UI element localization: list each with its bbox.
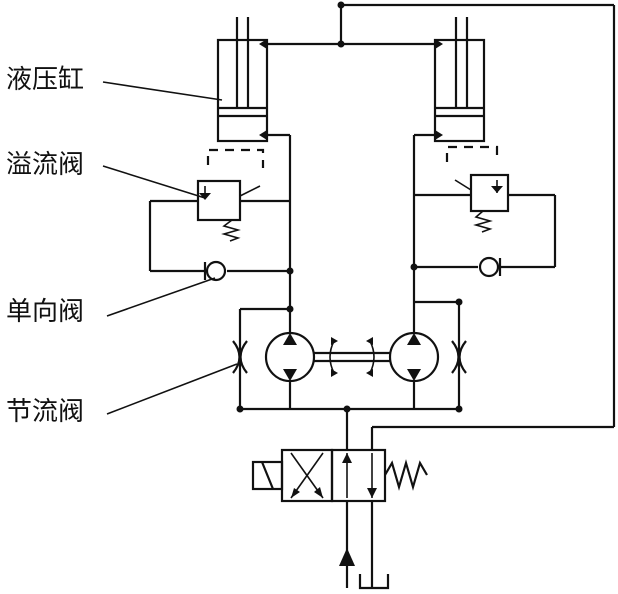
- left-cylinder: [216, 17, 269, 143]
- right-motor: [388, 331, 440, 383]
- bottom-piping: [240, 381, 459, 450]
- left-motor: [264, 331, 316, 383]
- right-throttle-valve: [451, 340, 467, 374]
- label-cylinder: 液压缸: [6, 65, 84, 95]
- top-piping: [267, 1, 616, 450]
- label-throttle-valve: 节流阀: [6, 397, 84, 427]
- left-check-valve: [150, 260, 294, 282]
- label-relief-valve: 溢流阀: [6, 150, 84, 180]
- left-throttle-valve: [232, 340, 248, 374]
- main-lines: [267, 133, 435, 334]
- leader-lines: [102, 81, 238, 415]
- right-cylinder: [433, 17, 486, 143]
- left-relief-valve: [148, 148, 290, 271]
- label-check-valve: 单向阀: [6, 297, 84, 327]
- directional-valve: [251, 448, 428, 503]
- right-check-valve: [410, 256, 555, 278]
- coupling-shaft: [314, 337, 390, 377]
- right-relief-valve: [414, 145, 557, 267]
- throttle-loops: [236, 298, 463, 413]
- supply-and-tank: [339, 501, 390, 590]
